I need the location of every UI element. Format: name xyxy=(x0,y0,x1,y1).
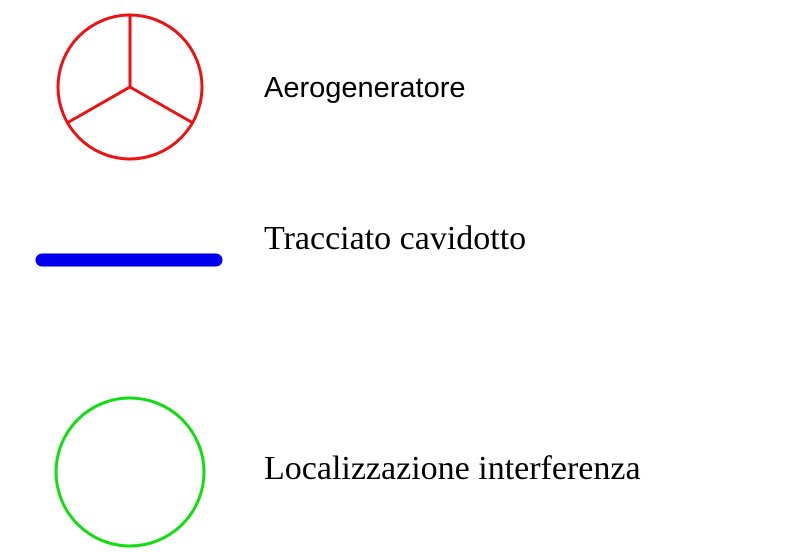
legend-label-aerogeneratore: Aerogeneratore xyxy=(264,72,466,104)
legend-label-tracciato-cavidotto: Tracciato cavidotto xyxy=(264,220,527,257)
interference-circle-icon xyxy=(54,396,206,548)
cable-route-line xyxy=(35,253,223,267)
wind-turbine-icon xyxy=(56,13,204,161)
legend-label-localizzazione-interferenza: Localizzazione interferenza xyxy=(264,450,641,487)
